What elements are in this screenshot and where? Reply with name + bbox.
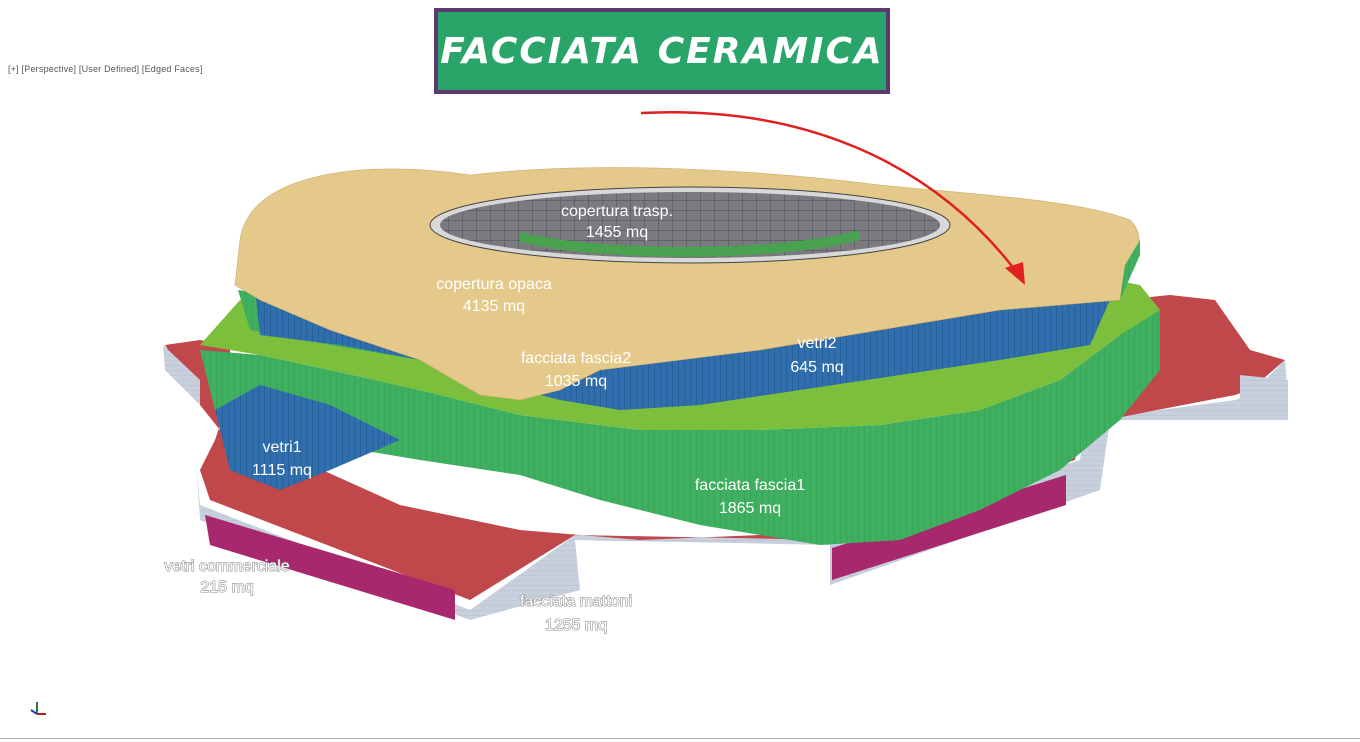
transparent-roof	[429, 186, 951, 264]
label-copertura-trasp-area: 1455 mq	[586, 224, 648, 241]
label-facciata-fascia1-name: facciata fascia1	[695, 477, 805, 494]
label-vetri2-area: 645 mq	[790, 359, 843, 376]
label-facciata-fascia1-area: 1865 mq	[719, 500, 781, 517]
glass-vetri1	[215, 385, 400, 490]
label-vetri1-area: 1115 mq	[252, 462, 312, 479]
axis-gizmo-icon	[30, 702, 46, 715]
label-vetri-commerciale-name: vetri commerciale	[164, 558, 289, 575]
podium-side	[196, 360, 1288, 620]
roof-green-rim	[1120, 240, 1140, 300]
green-band-lower	[200, 290, 1160, 545]
commercial-glass-right	[832, 475, 1066, 580]
label-vetri-commerciale-area: 215 mq	[200, 579, 253, 596]
label-vetri2-name: vetri2	[797, 335, 836, 352]
title-box: FACCIATA CERAMICA	[434, 8, 890, 94]
podium-top	[165, 295, 1285, 600]
label-facciata-mattoni-name: facciata mattoni	[520, 593, 632, 610]
commercial-glass-left	[205, 515, 455, 620]
viewport-bottom-border	[0, 738, 1360, 739]
title-text: FACCIATA CERAMICA	[440, 30, 884, 72]
callout-arrowhead	[1005, 262, 1025, 285]
label-facciata-fascia2-area: 1035 mq	[545, 373, 607, 390]
label-vetri1-name: vetri1	[262, 439, 301, 456]
label-copertura-trasp-name: copertura trasp.	[561, 203, 673, 220]
podium-side-left	[163, 345, 200, 405]
podium-side-right	[1240, 375, 1288, 420]
label-copertura-opaca-name: copertura opaca	[436, 276, 552, 293]
label-facciata-fascia2-name: facciata fascia2	[521, 350, 631, 367]
callout-arrow	[640, 111, 1016, 271]
label-facciata-mattoni-area: 1255 mq	[545, 617, 607, 634]
podium	[163, 295, 1288, 620]
label-copertura-opaca-area: 4135 mq	[463, 298, 525, 315]
viewport-label: [+] [Perspective] [User Defined] [Edged …	[8, 64, 203, 74]
